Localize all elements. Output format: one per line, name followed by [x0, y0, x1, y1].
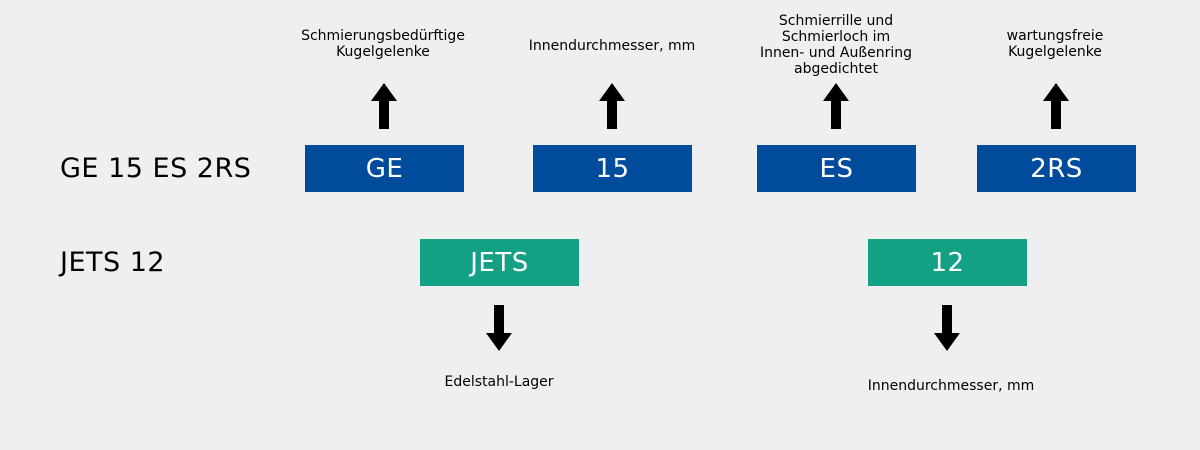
caption-15: Innendurchmesser, mm: [528, 38, 696, 54]
designation-ge-15-es-2rs: GE 15 ES 2RS: [60, 153, 252, 184]
caption-ge: Schmierungsbedürftige Kugelgelenke: [301, 28, 465, 60]
code-box-2rs: 2RS: [977, 145, 1136, 192]
caption-12: Innendurchmesser, mm: [867, 378, 1035, 394]
arrow-up-icon: [371, 83, 397, 129]
arrow-up-icon: [599, 83, 625, 129]
designation-jets-12: JETS 12: [60, 247, 166, 278]
arrow-down-icon: [934, 305, 960, 351]
caption-jets: Edelstahl-Lager: [444, 374, 554, 390]
code-box-15: 15: [533, 145, 692, 192]
code-box-es: ES: [757, 145, 916, 192]
code-box-ge: GE: [305, 145, 464, 192]
code-box-jets: JETS: [420, 239, 579, 286]
code-box-12: 12: [868, 239, 1027, 286]
arrow-down-icon: [486, 305, 512, 351]
caption-2rs: wartungsfreie Kugelgelenke: [1006, 28, 1104, 60]
caption-es: Schmierrille und Schmierloch im Innen- u…: [759, 13, 913, 77]
arrow-up-icon: [1043, 83, 1069, 129]
arrow-up-icon: [823, 83, 849, 129]
